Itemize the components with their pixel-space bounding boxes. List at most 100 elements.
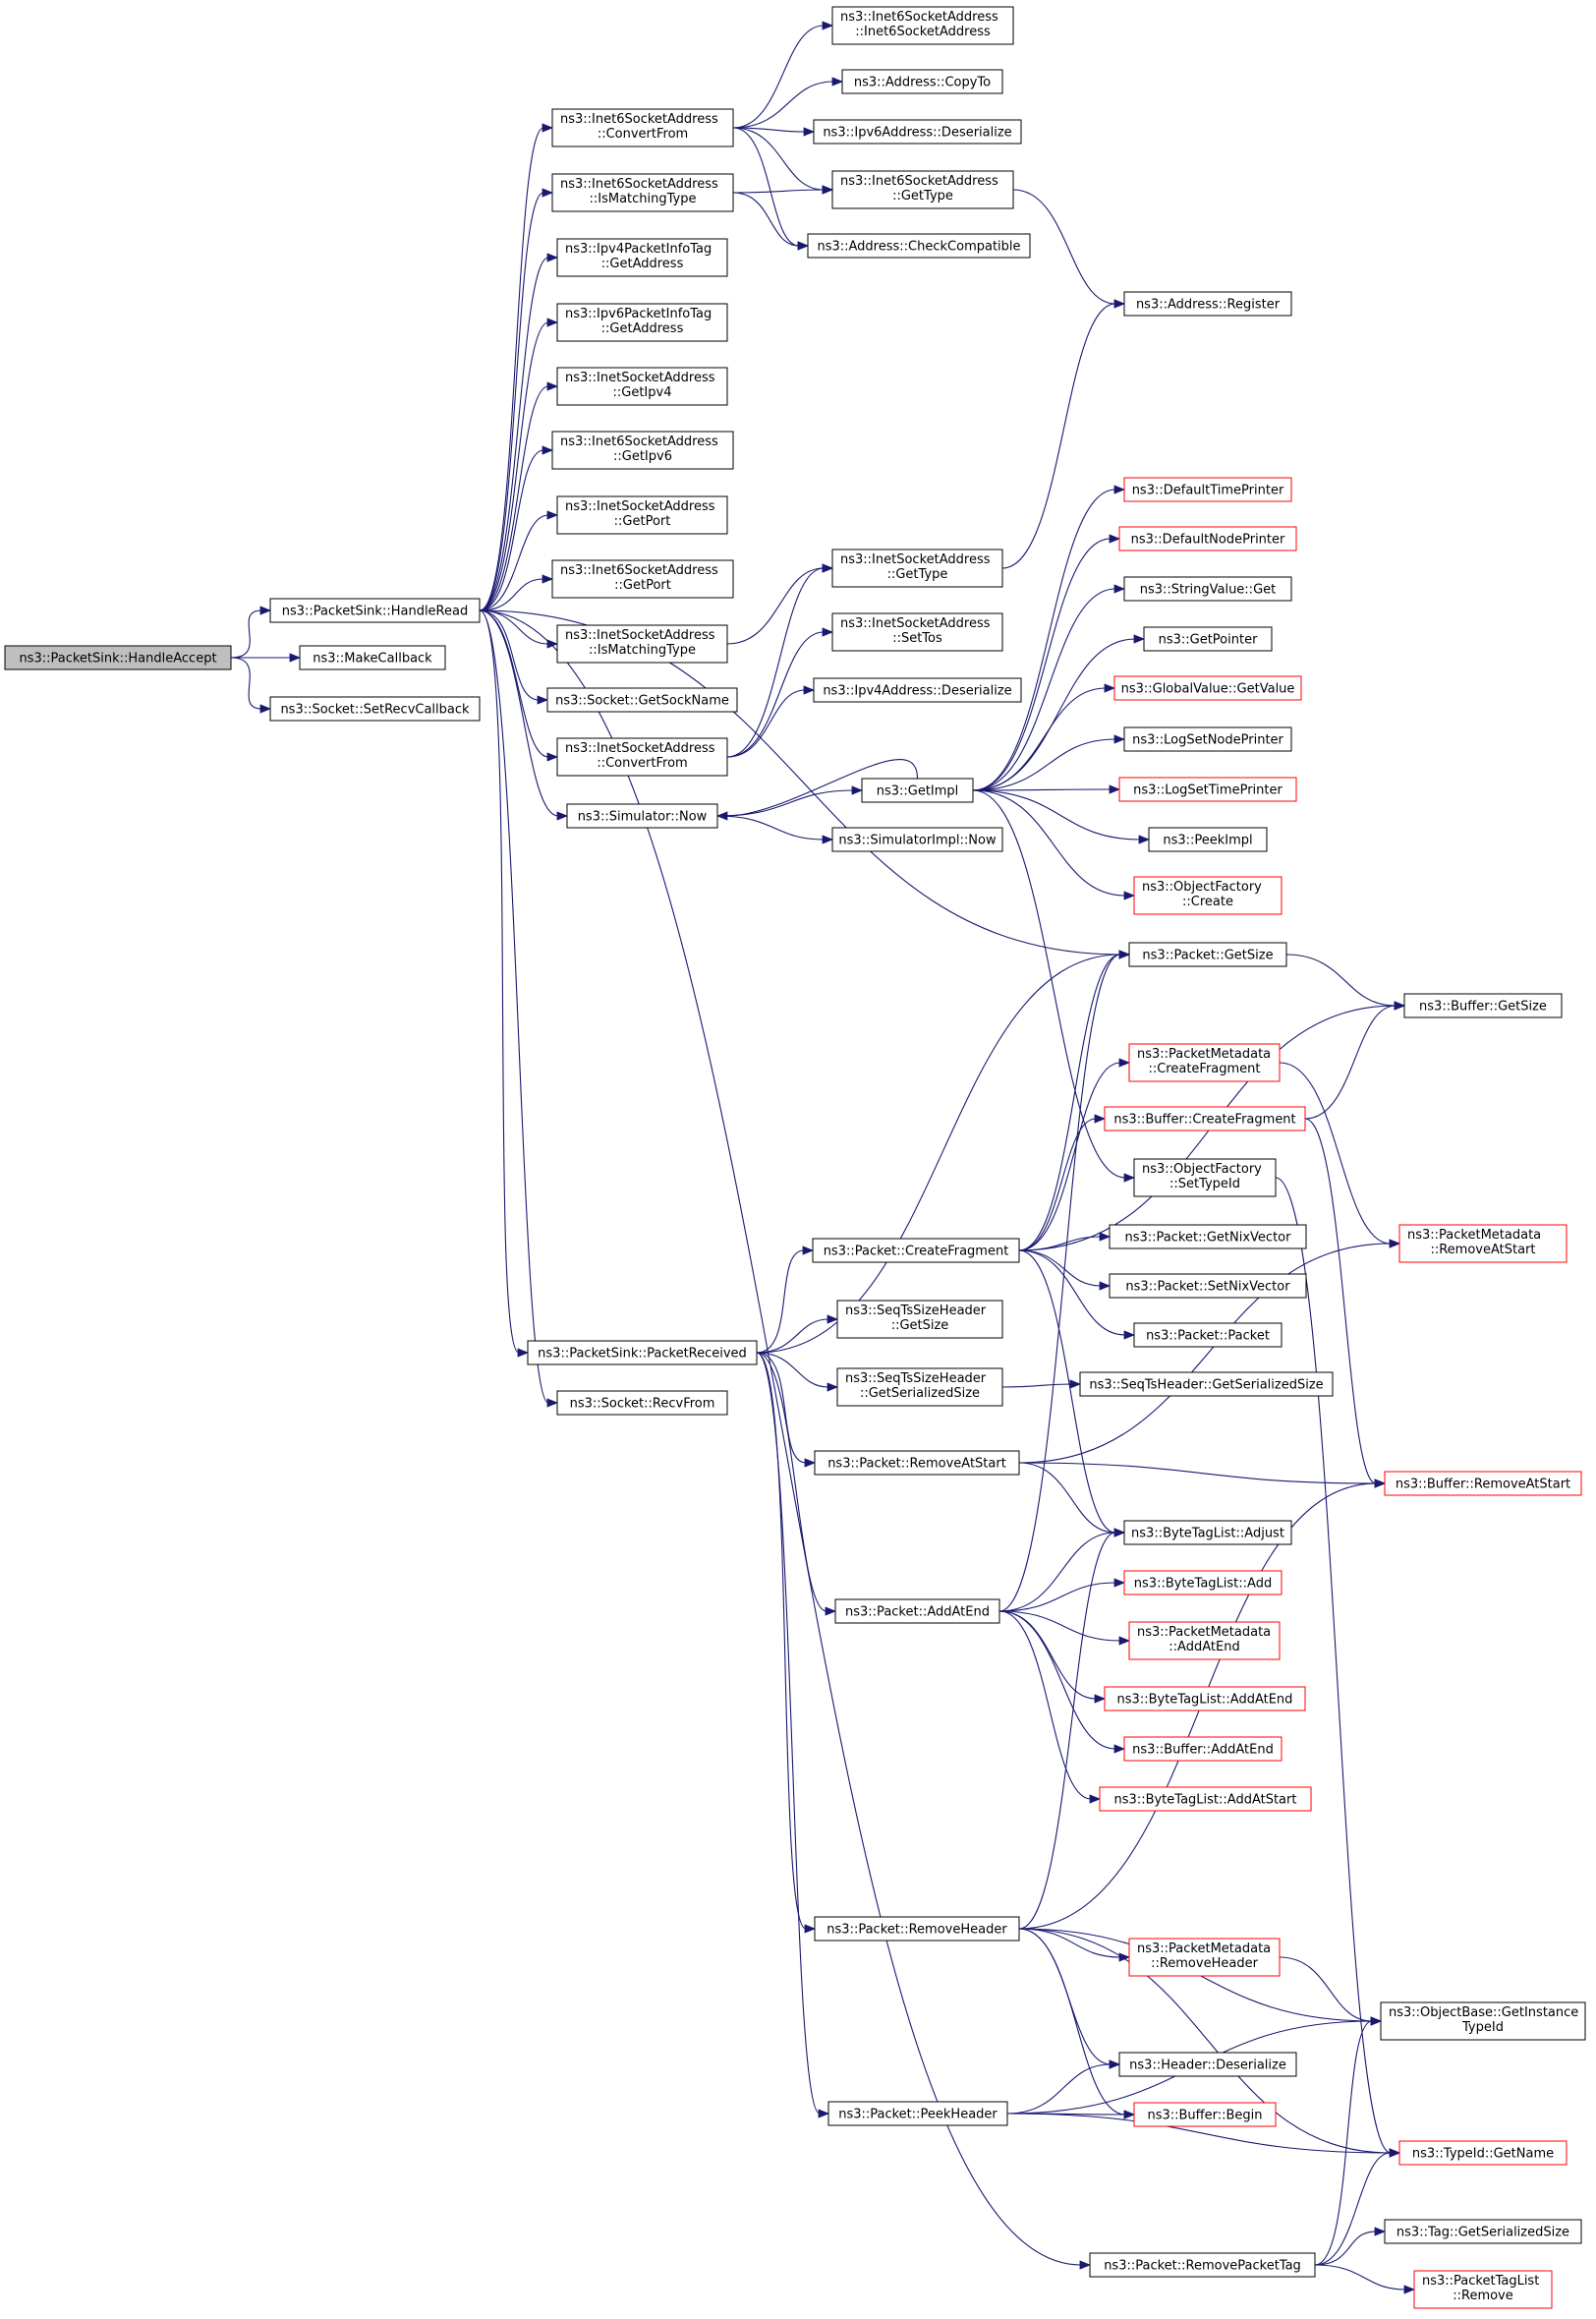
node-ns3-buffer-createfragment[interactable]: ns3::Buffer::CreateFragment bbox=[1104, 1106, 1306, 1131]
node-ns3-ipv4packetinfotag-getaddress[interactable]: ns3::Ipv4PacketInfoTag::GetAddress bbox=[556, 238, 728, 277]
node-box[interactable] bbox=[814, 1916, 1020, 1942]
node-box[interactable] bbox=[831, 612, 1003, 652]
node-box[interactable] bbox=[1123, 1520, 1292, 1545]
node-box[interactable] bbox=[556, 238, 728, 277]
node-ns3-ipv6address-deserialize[interactable]: ns3::Ipv6Address::Deserialize bbox=[813, 119, 1022, 145]
node-box[interactable] bbox=[4, 645, 232, 670]
node-box[interactable] bbox=[551, 431, 734, 470]
node-ns3-address-copyto[interactable]: ns3::Address::CopyTo bbox=[841, 69, 1003, 94]
node-ns3-ipv4address-deserialize[interactable]: ns3::Ipv4Address::Deserialize bbox=[813, 677, 1022, 703]
node-box[interactable] bbox=[1079, 1371, 1334, 1397]
node-ns3-inet6socketaddress-convertfrom[interactable]: ns3::Inet6SocketAddress::ConvertFrom bbox=[551, 108, 734, 147]
node-box[interactable] bbox=[814, 1450, 1020, 1476]
node-ns3-inetsocketaddress-convertfrom[interactable]: ns3::InetSocketAddress::ConvertFrom bbox=[556, 737, 728, 777]
node-box[interactable] bbox=[831, 827, 1003, 852]
node-ns3-globalvalue-getvalue[interactable]: ns3::GlobalValue::GetValue bbox=[1113, 675, 1302, 701]
node-box[interactable] bbox=[556, 1390, 728, 1416]
node-ns3-ipv6packetinfotag-getaddress[interactable]: ns3::Ipv6PacketInfoTag::GetAddress bbox=[556, 303, 728, 342]
node-box[interactable] bbox=[1123, 576, 1292, 602]
node-ns3-seqtssizeheader-getserializedsize[interactable]: ns3::SeqTsSizeHeader::GetSerializedSize bbox=[836, 1367, 1003, 1407]
node-box[interactable] bbox=[831, 549, 1003, 588]
node-box[interactable] bbox=[813, 119, 1022, 145]
node-ns3-packettaglist-remove[interactable]: ns3::PacketTagList::Remove bbox=[1413, 2270, 1553, 2309]
node-box[interactable] bbox=[269, 696, 481, 722]
node-ns3-inet6socketaddress-ismatchingtype[interactable]: ns3::Inet6SocketAddress::IsMatchingType bbox=[551, 173, 734, 212]
node-ns3-buffer-getsize[interactable]: ns3::Buffer::GetSize bbox=[1403, 993, 1563, 1018]
node-ns3-seqtsheader-getserializedsize[interactable]: ns3::SeqTsHeader::GetSerializedSize bbox=[1079, 1371, 1334, 1397]
node-ns3-objectfactory-settypeid[interactable]: ns3::ObjectFactory::SetTypeId bbox=[1133, 1158, 1277, 1197]
node-box[interactable] bbox=[527, 1340, 758, 1365]
node-ns3-stringvalue-get[interactable]: ns3::StringValue::Get bbox=[1123, 576, 1292, 602]
node-ns3-defaultnodeprinter[interactable]: ns3::DefaultNodePrinter bbox=[1118, 526, 1297, 551]
node-box[interactable] bbox=[1104, 1106, 1306, 1131]
node-ns3-packet-removepackettag[interactable]: ns3::Packet::RemovePacketTag bbox=[1089, 2252, 1316, 2278]
node-box[interactable] bbox=[831, 170, 1014, 209]
node-box[interactable] bbox=[1118, 777, 1297, 802]
node-box[interactable] bbox=[1109, 1224, 1307, 1249]
node-box[interactable] bbox=[834, 1598, 1000, 1624]
node-ns3-packetsink-handleread[interactable]: ns3::PacketSink::HandleRead bbox=[269, 598, 481, 623]
node-ns3-packetmetadata-addatend[interactable]: ns3::PacketMetadata::AddAtEnd bbox=[1128, 1621, 1281, 1660]
node-box[interactable] bbox=[556, 624, 728, 664]
node-box[interactable] bbox=[299, 645, 446, 670]
node-ns3-packetmetadata-removeatstart[interactable]: ns3::PacketMetadata::RemoveAtStart bbox=[1398, 1224, 1568, 1263]
node-ns3-packet-removeheader[interactable]: ns3::Packet::RemoveHeader bbox=[814, 1916, 1020, 1942]
node-ns3-getpointer[interactable]: ns3::GetPointer bbox=[1143, 626, 1273, 652]
node-ns3-header-deserialize[interactable]: ns3::Header::Deserialize bbox=[1118, 2052, 1297, 2077]
node-ns3-packet-createfragment[interactable]: ns3::Packet::CreateFragment bbox=[812, 1238, 1020, 1263]
node-ns3-packetsink-handleaccept[interactable]: ns3::PacketSink::HandleAccept bbox=[4, 645, 232, 670]
node-box[interactable] bbox=[827, 2101, 1008, 2126]
node-ns3-bytetaglist-addatstart[interactable]: ns3::ByteTagList::AddAtStart bbox=[1099, 1786, 1312, 1812]
node-box[interactable] bbox=[831, 6, 1014, 45]
node-ns3-logsettimeprinter[interactable]: ns3::LogSetTimePrinter bbox=[1118, 777, 1297, 802]
node-box[interactable] bbox=[269, 598, 481, 623]
node-ns3-simulatorimpl-now[interactable]: ns3::SimulatorImpl::Now bbox=[831, 827, 1003, 852]
node-box[interactable] bbox=[812, 1238, 1020, 1263]
node-box[interactable] bbox=[1148, 827, 1268, 852]
node-ns3-peekimpl[interactable]: ns3::PeekImpl bbox=[1148, 827, 1268, 852]
node-ns3-socket-getsockname[interactable]: ns3::Socket::GetSockName bbox=[546, 687, 738, 713]
node-ns3-packet-setnixvector[interactable]: ns3::Packet::SetNixVector bbox=[1109, 1273, 1307, 1299]
node-box[interactable] bbox=[1128, 1938, 1281, 1977]
node-ns3-packet-addatend[interactable]: ns3::Packet::AddAtEnd bbox=[834, 1598, 1000, 1624]
node-ns3-inetsocketaddress-ismatchingtype[interactable]: ns3::InetSocketAddress::IsMatchingType bbox=[556, 624, 728, 664]
node-ns3-tag-getserializedsize[interactable]: ns3::Tag::GetSerializedSize bbox=[1384, 2219, 1582, 2244]
node-box[interactable] bbox=[556, 367, 728, 406]
node-box[interactable] bbox=[1133, 1158, 1277, 1197]
node-ns3-simulator-now[interactable]: ns3::Simulator::Now bbox=[566, 803, 718, 829]
node-box[interactable] bbox=[836, 1367, 1003, 1407]
node-ns3-typeid-getname[interactable]: ns3::TypeId::GetName bbox=[1398, 2140, 1568, 2166]
node-ns3-packet-getnixvector[interactable]: ns3::Packet::GetNixVector bbox=[1109, 1224, 1307, 1249]
node-ns3-packet-packet[interactable]: ns3::Packet::Packet bbox=[1133, 1322, 1282, 1348]
node-ns3-inet6socketaddress-getipv6[interactable]: ns3::Inet6SocketAddress::GetIpv6 bbox=[551, 431, 734, 470]
node-box[interactable] bbox=[1133, 1322, 1282, 1348]
node-box[interactable] bbox=[841, 69, 1003, 94]
node-box[interactable] bbox=[551, 108, 734, 147]
node-box[interactable] bbox=[556, 303, 728, 342]
node-ns3-makecallback[interactable]: ns3::MakeCallback bbox=[299, 645, 446, 670]
node-box[interactable] bbox=[1099, 1786, 1312, 1812]
node-box[interactable] bbox=[1128, 1621, 1281, 1660]
node-box[interactable] bbox=[1128, 942, 1287, 967]
node-box[interactable] bbox=[1089, 2252, 1316, 2278]
node-box[interactable] bbox=[1104, 1686, 1306, 1711]
node-ns3-inetsocketaddress-getport[interactable]: ns3::InetSocketAddress::GetPort bbox=[556, 495, 728, 535]
node-box[interactable] bbox=[556, 495, 728, 535]
node-box[interactable] bbox=[1384, 2219, 1582, 2244]
node-ns3-inet6socketaddress-inet6socketaddress[interactable]: ns3::Inet6SocketAddress::Inet6SocketAddr… bbox=[831, 6, 1014, 45]
node-ns3-socket-recvfrom[interactable]: ns3::Socket::RecvFrom bbox=[556, 1390, 728, 1416]
node-ns3-inetsocketaddress-getipv4[interactable]: ns3::InetSocketAddress::GetIpv4 bbox=[556, 367, 728, 406]
node-ns3-address-checkcompatible[interactable]: ns3::Address::CheckCompatible bbox=[807, 233, 1031, 259]
node-box[interactable] bbox=[551, 173, 734, 212]
node-ns3-inet6socketaddress-getport[interactable]: ns3::Inet6SocketAddress::GetPort bbox=[551, 559, 734, 599]
node-box[interactable] bbox=[1403, 993, 1563, 1018]
node-ns3-address-register[interactable]: ns3::Address::Register bbox=[1123, 291, 1292, 317]
node-ns3-bytetaglist-adjust[interactable]: ns3::ByteTagList::Adjust bbox=[1123, 1520, 1292, 1545]
node-box[interactable] bbox=[861, 778, 974, 803]
node-box[interactable] bbox=[1128, 1043, 1281, 1082]
node-box[interactable] bbox=[1133, 2102, 1277, 2127]
node-ns3-bytetaglist-add[interactable]: ns3::ByteTagList::Add bbox=[1123, 1570, 1282, 1595]
node-box[interactable] bbox=[813, 677, 1022, 703]
node-ns3-defaulttimeprinter[interactable]: ns3::DefaultTimePrinter bbox=[1123, 477, 1292, 502]
